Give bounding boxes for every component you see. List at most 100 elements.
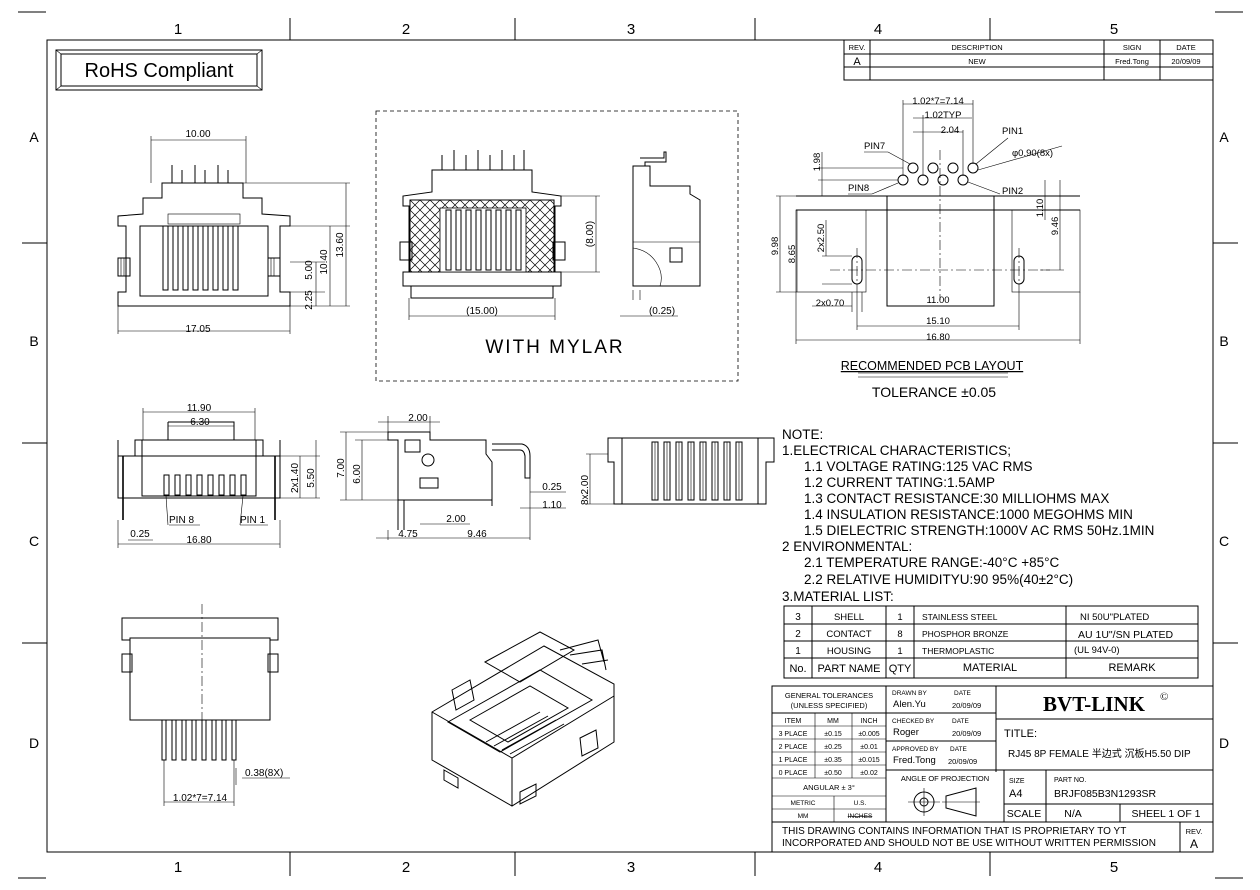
rev-header: REV. — [849, 43, 866, 52]
col-label-5: 5 — [1110, 21, 1118, 38]
tol-row-3-place: 3 PLACE ±0.15 ±0.005 — [779, 731, 880, 738]
proprietary-line-1: THIS DRAWING CONTAINS INFORMATION THAT I… — [782, 826, 1126, 837]
material-header-no: No. — [789, 663, 806, 675]
pcb-layout: 1.02*7=7.14 1.02TYP 2.04 PIN1 φ0.90(8x) … — [770, 96, 1081, 400]
tol-item: 3 PLACE — [779, 731, 808, 738]
back-dim-contact-height: 8x2.00 — [580, 475, 591, 505]
front-dim-height-mid: 5.00 — [304, 260, 315, 280]
title-block: GENERAL TOLERANCES (UNLESS SPECIFIED) IT… — [771, 685, 1214, 853]
row-label-c: C — [29, 533, 39, 549]
back-view: 8x2.00 — [580, 437, 775, 505]
side-dim-standoff: 2.00 — [446, 514, 466, 525]
rohs-text: RoHS Compliant — [85, 60, 234, 82]
approved-by-label: APPROVED BY — [892, 746, 939, 753]
rev-letter: A — [1190, 837, 1198, 851]
material-no: 3 — [795, 612, 801, 623]
material-header-qty: QTY — [889, 663, 912, 675]
col-label-3: 3 — [627, 21, 635, 38]
pcb-dim-slot-width: 2x0.70 — [816, 298, 845, 309]
pcb-caption: RECOMMENDED PCB LAYOUT — [841, 359, 1024, 373]
material-part: CONTACT — [826, 629, 871, 640]
material-remark: AU 1U"/SN PLATED — [1078, 629, 1174, 641]
pcb-pin1-label: PIN1 — [1002, 126, 1023, 137]
material-remark: NI 50U"PLATED — [1080, 612, 1149, 623]
notes-line-8: 2.1 TEMPERATURE RANGE:-40°C +85°C — [804, 555, 1059, 570]
top-view-contacts — [163, 474, 247, 496]
material-table: 3 SHELL 1 STAINLESS STEEL NI 50U"PLATED … — [783, 605, 1199, 679]
company-name: BVT-LINK — [1043, 692, 1146, 716]
checked-date-label: DATE — [952, 718, 970, 725]
general-tol-1: GENERAL TOLERANCES — [785, 691, 873, 700]
col-label-3-bottom: 3 — [627, 859, 635, 876]
front-dim-height-body: 10.40 — [319, 249, 330, 274]
drawn-date-label: DATE — [954, 690, 972, 697]
material-header-material: MATERIAL — [963, 662, 1017, 674]
part-no-label: PART NO. — [1054, 777, 1086, 784]
notes-heading: NOTE: — [782, 427, 823, 442]
tol-inch: ±0.01 — [860, 744, 878, 751]
notes-line-6: 1.5 DIELECTRIC STRENGTH:1000V AC RMS 50H… — [804, 523, 1154, 538]
material-name: THERMOPLASTIC — [922, 646, 994, 656]
side-view: 2.00 7.00 6.00 0.25 1.10 2.00 4.75 9.46 — [336, 413, 566, 540]
front-dim-width-top: 10.00 — [185, 129, 210, 140]
material-header-part: PART NAME — [818, 663, 881, 675]
pcb-dim-overall-width: 16.80 — [926, 332, 950, 343]
top-dim-outer: 11.90 — [187, 403, 212, 414]
pcb-tolerance: TOLERANCE ±0.05 — [872, 384, 996, 400]
material-row-contact: 2 CONTACT 8 PHOSPHOR BRONZE AU 1U"/SN PL… — [795, 629, 1173, 641]
pcb-dim-top-offset: 1.98 — [812, 153, 823, 172]
material-qty: 1 — [897, 612, 902, 623]
front-dim-height-total: 13.60 — [335, 232, 346, 257]
pcb-dim-body-inner: 8.65 — [787, 245, 798, 264]
col-label-5-bottom: 5 — [1110, 859, 1118, 876]
notes-line-10: 3.MATERIAL LIST: — [782, 589, 894, 604]
projection-label: ANGLE OF PROJECTION — [901, 774, 989, 783]
size-value: A4 — [1009, 788, 1022, 800]
rohs-label: RoHS Compliant — [55, 49, 263, 91]
row-label-b: B — [29, 333, 38, 349]
pcb-pin7-label: PIN7 — [864, 141, 885, 152]
notes-line-5: 1.4 INSULATION RESISTANCE:1000 MEGOHMS M… — [804, 507, 1133, 522]
part-no-value: BRJF085B3N1293SR — [1054, 788, 1157, 800]
tol-row-0-place: 0 PLACE ±0.50 ±0.02 — [779, 770, 878, 777]
drawn-date: 20/09/09 — [952, 701, 981, 710]
pcb-dim-body-width: 11.00 — [926, 295, 949, 306]
pcb-pin-holes — [897, 162, 979, 186]
tol-item: 2 PLACE — [779, 744, 808, 751]
pcb-dim-pitch-total: 1.02*7=7.14 — [912, 96, 964, 107]
proprietary-line-2: INCORPORATED AND SHOULD NOT BE USE WITHO… — [782, 838, 1156, 849]
top-dim-height: 5.50 — [306, 468, 317, 488]
units-mm: MM — [798, 813, 809, 820]
pcb-dim-row-spacing: 2.04 — [941, 125, 960, 136]
tol-header-mm: MM — [827, 718, 839, 725]
pcb-dim-pin-to-slot: 9.46 — [1050, 217, 1061, 236]
pcb-dim-pitch: 1.02TYP — [925, 110, 962, 121]
units-inches: INCHES — [848, 813, 873, 820]
bottom-dim-pitch: 1.02*7=7.14 — [173, 793, 228, 804]
side-dim-lead-thickness: 0.25 — [542, 482, 562, 493]
mylar-dim-thickness: (0.25) — [649, 306, 675, 317]
col-label-1: 1 — [174, 21, 182, 38]
tol-mm: ±0.35 — [824, 757, 842, 764]
rev-value: A — [853, 56, 861, 68]
tol-mm: ±0.50 — [824, 770, 842, 777]
rev-label: REV. — [1186, 827, 1203, 836]
row-label-c-right: C — [1219, 533, 1229, 549]
material-header-row: No. PART NAME QTY MATERIAL REMARK — [789, 662, 1156, 675]
pcb-dim-slot-spacing: 15.10 — [926, 316, 950, 327]
units-us: U.S. — [854, 800, 867, 807]
notes-line-1: 1.ELECTRICAL CHARACTERISTICS; — [782, 443, 1011, 458]
mylar-dim-height: (8.00) — [585, 221, 596, 247]
pcb-pin8-label: PIN8 — [848, 183, 869, 194]
top-dim-inner: 6.30 — [190, 417, 210, 428]
sign-header: SIGN — [1123, 43, 1141, 52]
tol-inch: ±0.005 — [858, 731, 879, 738]
bottom-view: 0.38(8X) 1.02*7=7.14 — [121, 604, 290, 806]
top-dim-shell: 0.25 — [130, 529, 150, 540]
top-dim-slot-height: 2x1.40 — [290, 463, 301, 493]
material-qty: 1 — [897, 646, 902, 657]
title-label: TITLE: — [1004, 728, 1037, 740]
col-label-1-bottom: 1 — [174, 859, 182, 876]
material-part: HOUSING — [827, 646, 871, 657]
material-row-housing: 1 HOUSING 1 THERMOPLASTIC (UL 94V-0) — [795, 645, 1119, 657]
